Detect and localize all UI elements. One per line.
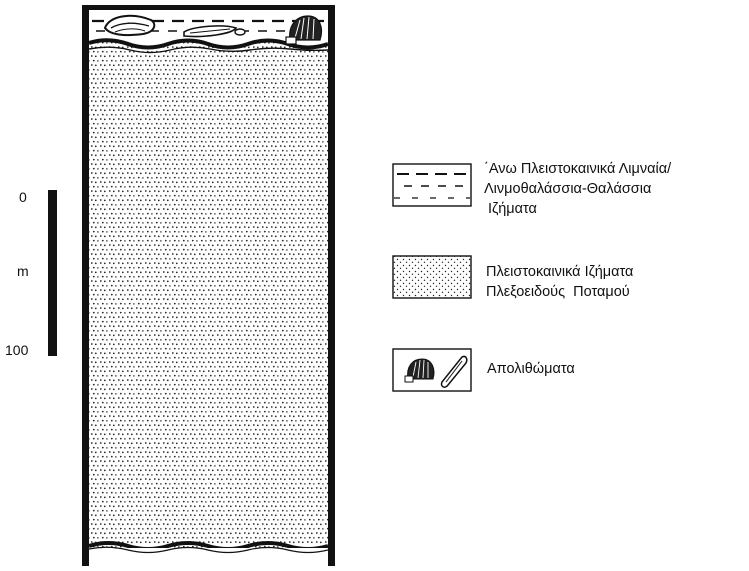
bivalve-shell-icon xyxy=(105,16,154,35)
scale-label-bottom: 100 xyxy=(5,342,29,358)
stratigraphic-column xyxy=(82,5,335,566)
scale-label-unit: m xyxy=(17,263,29,279)
scale-label-top: 0 xyxy=(19,189,27,205)
legend-line: Απολιθώματα xyxy=(487,359,575,379)
legend-symbol-fossils xyxy=(393,349,471,391)
fluvial-sand-unit xyxy=(89,40,328,549)
legend-symbol-fluvial-sand xyxy=(393,256,471,298)
scale-bar-line xyxy=(48,190,57,356)
legend-label-lacustrine: ΄Ανω Πλειστοκαινικά Λιμναία/ Λινμοθαλάσσ… xyxy=(484,159,671,219)
legend-label-fluvial: Πλειστοκαινικά Ιζήματα Πλεξοειδούς Ποταμ… xyxy=(486,262,633,302)
legend-line: Ιζήματα xyxy=(484,199,671,219)
legend-label-fossils: Απολιθώματα xyxy=(487,359,575,379)
legend-line: Πλειστοκαινικά Ιζήματα xyxy=(486,262,633,282)
legend-symbol-lacustrine xyxy=(393,164,471,206)
scale-bar: 0 m 100 xyxy=(5,189,57,358)
legend-line: ΄Ανω Πλειστοκαινικά Λιμναία/ xyxy=(484,159,671,179)
legend-line: Λινμοθαλάσσια-Θαλάσσια xyxy=(484,179,671,199)
legend-line: Πλεξοειδούς Ποταμού xyxy=(486,282,633,302)
